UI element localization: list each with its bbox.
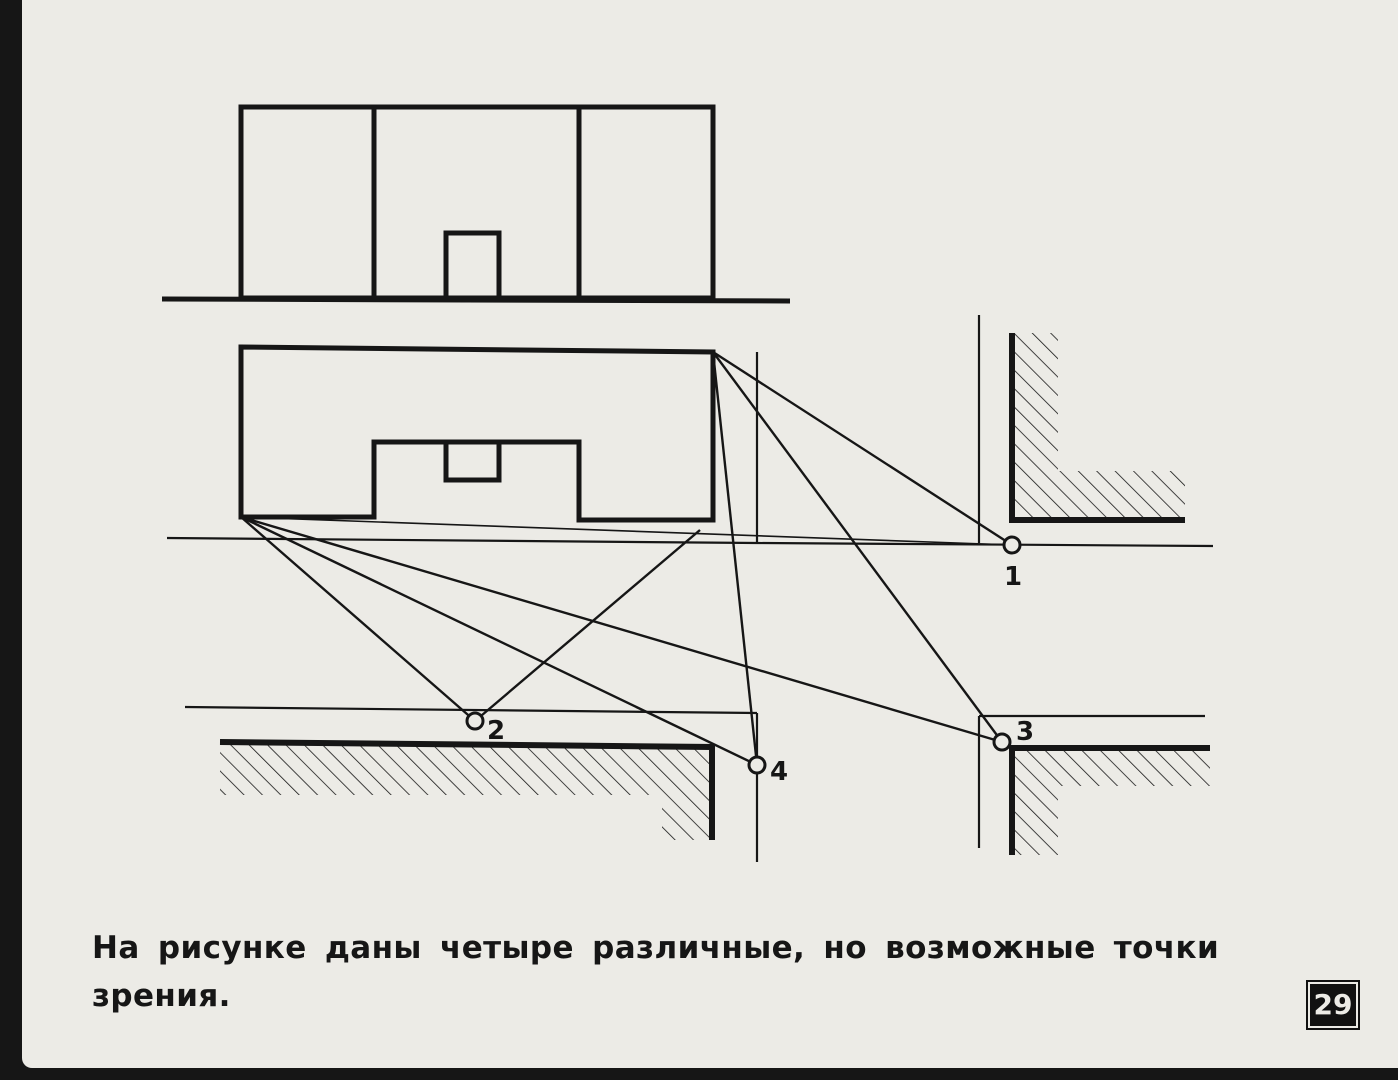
viewpoint-1-marker <box>1002 535 1022 555</box>
viewpoints <box>465 535 1022 775</box>
block-bottom-left-hatch <box>220 742 712 840</box>
viewpoint-1-label: 1 <box>1004 562 1022 592</box>
elevation-door <box>443 230 502 301</box>
block-bottom-left-edge <box>219 739 715 840</box>
building-plan <box>238 344 716 523</box>
sight-line-2a <box>240 516 476 722</box>
plan-outline <box>238 344 716 523</box>
viewpoint-3-marker <box>992 732 1012 752</box>
sight-line-2b <box>474 529 701 722</box>
block-corner1-edge <box>1009 333 1185 523</box>
block-corner3-edge <box>1009 745 1210 855</box>
viewpoint-2-marker <box>465 711 485 731</box>
viewpoint-4-label: 4 <box>770 757 788 787</box>
viewpoint-2-label: 2 <box>487 716 505 746</box>
elevation-outline <box>238 104 716 301</box>
building-blocks <box>219 333 1210 855</box>
street-edge-top-right <box>756 541 1214 548</box>
block-corner3-hatch <box>1012 750 1210 855</box>
caption: На рисунке даны четыре различные, но воз… <box>92 924 1287 1020</box>
sight-lines <box>240 350 1013 767</box>
block-corner1-hatch <box>1012 333 1185 520</box>
sight-line-4a <box>711 351 759 766</box>
street-edge-bottom-left <box>184 705 758 715</box>
page-number-badge: 29 <box>1306 980 1360 1030</box>
sight-line-1b <box>240 516 1013 546</box>
sight-line-4b <box>240 515 758 767</box>
viewpoint-4-marker <box>747 755 767 775</box>
street-lines <box>166 315 1214 862</box>
caption-line-2: зрения. <box>92 978 231 1014</box>
sight-line-3a <box>712 351 1003 743</box>
street-edge-top-left <box>166 536 758 545</box>
ground-line <box>161 296 791 304</box>
building-elevation <box>161 104 791 304</box>
plan-door <box>443 439 502 483</box>
sight-line-3b <box>240 515 1003 744</box>
caption-line-1: На рисунке даны четыре различные, но воз… <box>92 930 1220 966</box>
sight-line-1a <box>712 350 1013 547</box>
viewpoint-3-label: 3 <box>1016 717 1034 747</box>
